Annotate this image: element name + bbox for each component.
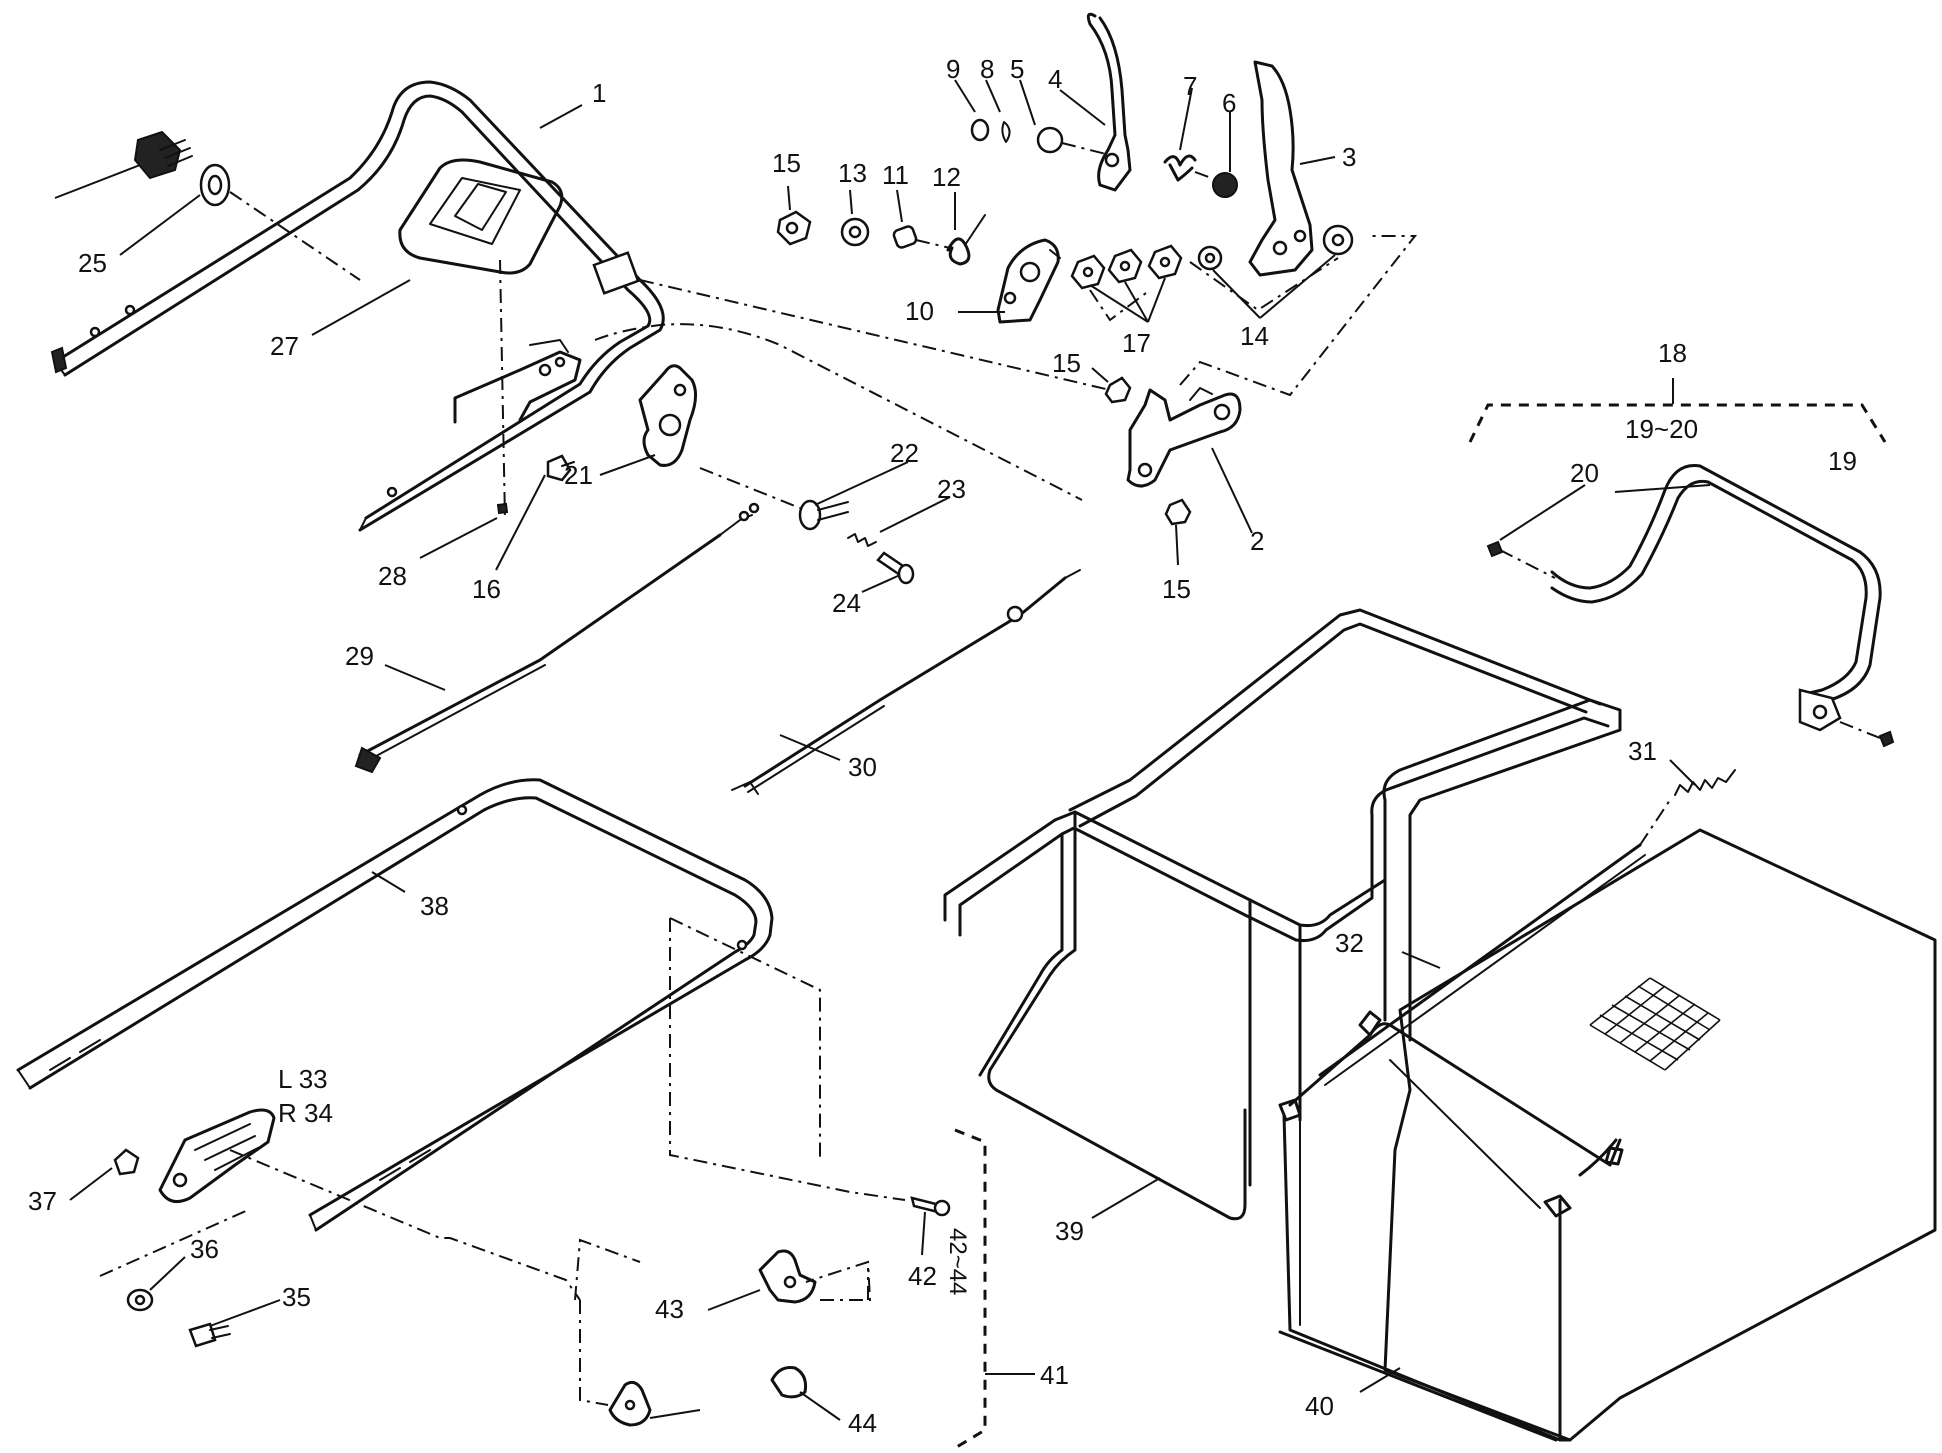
callout-12: 12	[932, 162, 961, 192]
spring-31-rod-32	[1318, 769, 1736, 1086]
cable-30	[731, 569, 1081, 795]
lever-21	[638, 364, 697, 467]
callout-44: 44	[848, 1408, 877, 1438]
grass-bag-40	[1278, 828, 1937, 1442]
callout-7: 7	[1183, 71, 1197, 101]
callout-15c: 15	[1162, 574, 1191, 604]
leader-lines	[69, 79, 1711, 1421]
callout-28: 28	[378, 561, 407, 591]
callout-40: 40	[1305, 1391, 1334, 1421]
callout-10: 10	[905, 296, 934, 326]
callout-19-20: 19~20	[1625, 414, 1698, 444]
bolt-16	[546, 454, 575, 482]
callout-21: 21	[564, 460, 593, 490]
callout-39: 39	[1055, 1216, 1084, 1246]
callout-27: 27	[270, 331, 299, 361]
callout-11: 11	[882, 160, 909, 190]
callout-4: 4	[1048, 64, 1062, 94]
callout-42-44: 42~44	[944, 1228, 971, 1295]
callout-2: 2	[1250, 526, 1264, 556]
callout-24: 24	[832, 588, 861, 618]
callout-14: 14	[1240, 321, 1269, 351]
upper-handle	[50, 80, 665, 532]
callout-9: 9	[946, 54, 960, 84]
cable-29	[354, 502, 760, 774]
callout-15b: 15	[1052, 348, 1081, 378]
callout-38: 38	[420, 891, 449, 921]
bolt-25-assembly	[54, 130, 361, 281]
washers-14	[1197, 224, 1354, 271]
callout-33: L 33	[278, 1064, 328, 1094]
callout-30: 30	[848, 752, 877, 782]
small-hardware-row-2	[776, 210, 1061, 324]
callout-31: 31	[1628, 736, 1657, 766]
callout-43: 43	[655, 1294, 684, 1324]
nuts-17	[1070, 244, 1183, 290]
catcher-frame-39	[943, 608, 1622, 1221]
small-hardware-row-1	[970, 118, 1238, 198]
knobs-43-44	[608, 1196, 951, 1427]
handle-bracket	[453, 339, 582, 424]
dashed-guides-lower	[574, 917, 906, 1406]
callout-41: 41	[1040, 1360, 1069, 1390]
knob-33-34	[99, 1108, 581, 1348]
bracket-18	[1468, 403, 1887, 443]
bracket-2	[1104, 376, 1242, 526]
callout-15a: 15	[772, 148, 801, 178]
control-lever-3	[1248, 60, 1314, 277]
callout-32: 32	[1335, 928, 1364, 958]
callout-16: 16	[472, 574, 501, 604]
callout-5: 5	[1010, 54, 1024, 84]
control-box	[398, 158, 564, 275]
callout-20: 20	[1570, 458, 1599, 488]
callout-37: 37	[28, 1186, 57, 1216]
screw-28	[496, 502, 509, 515]
callout-13: 13	[838, 158, 867, 188]
callout-34: R 34	[278, 1098, 333, 1128]
callout-35: 35	[282, 1282, 311, 1312]
callouts: 1 3 4 5 8 9 7 6 15 13 11 12 10 17 14 15 …	[28, 54, 1857, 1438]
callout-25: 25	[78, 248, 107, 278]
callout-17: 17	[1122, 328, 1151, 358]
callout-1: 1	[592, 78, 606, 108]
callout-23: 23	[937, 474, 966, 504]
catcher-handle-19	[1486, 464, 1895, 748]
callout-19: 19	[1828, 446, 1857, 476]
knob-22	[699, 467, 849, 531]
dash-27-28	[499, 259, 506, 521]
callout-8: 8	[980, 54, 994, 84]
callout-22: 22	[890, 438, 919, 468]
spring-23-pin-24	[847, 533, 915, 585]
callout-3: 3	[1342, 142, 1356, 172]
callout-42: 42	[908, 1261, 937, 1291]
callout-29: 29	[345, 641, 374, 671]
callout-36: 36	[190, 1234, 219, 1264]
control-lever-4	[1086, 12, 1132, 192]
callout-18: 18	[1658, 338, 1687, 368]
vent-mesh	[1589, 977, 1721, 1071]
lower-handle-38	[16, 778, 774, 1232]
callout-6: 6	[1222, 88, 1236, 118]
